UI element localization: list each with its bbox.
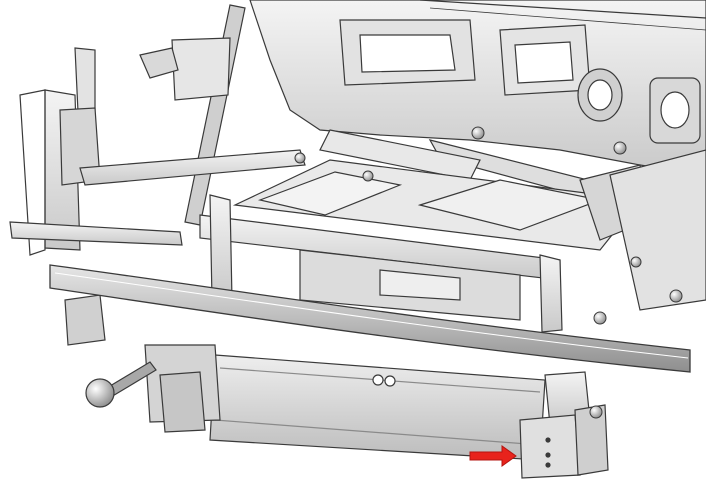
bumper-beam [49,264,691,373]
firewall-panel [249,0,706,176]
strut-bar [139,4,246,226]
cooler-module [144,344,546,461]
ball-studs [294,126,683,419]
red-arrow-icon [469,445,517,467]
lever-handle [85,361,157,408]
left-bracket [19,47,106,346]
front-cross-frame [9,129,706,333]
right-mount-bracket [519,371,609,479]
engine-cradle [232,149,706,321]
